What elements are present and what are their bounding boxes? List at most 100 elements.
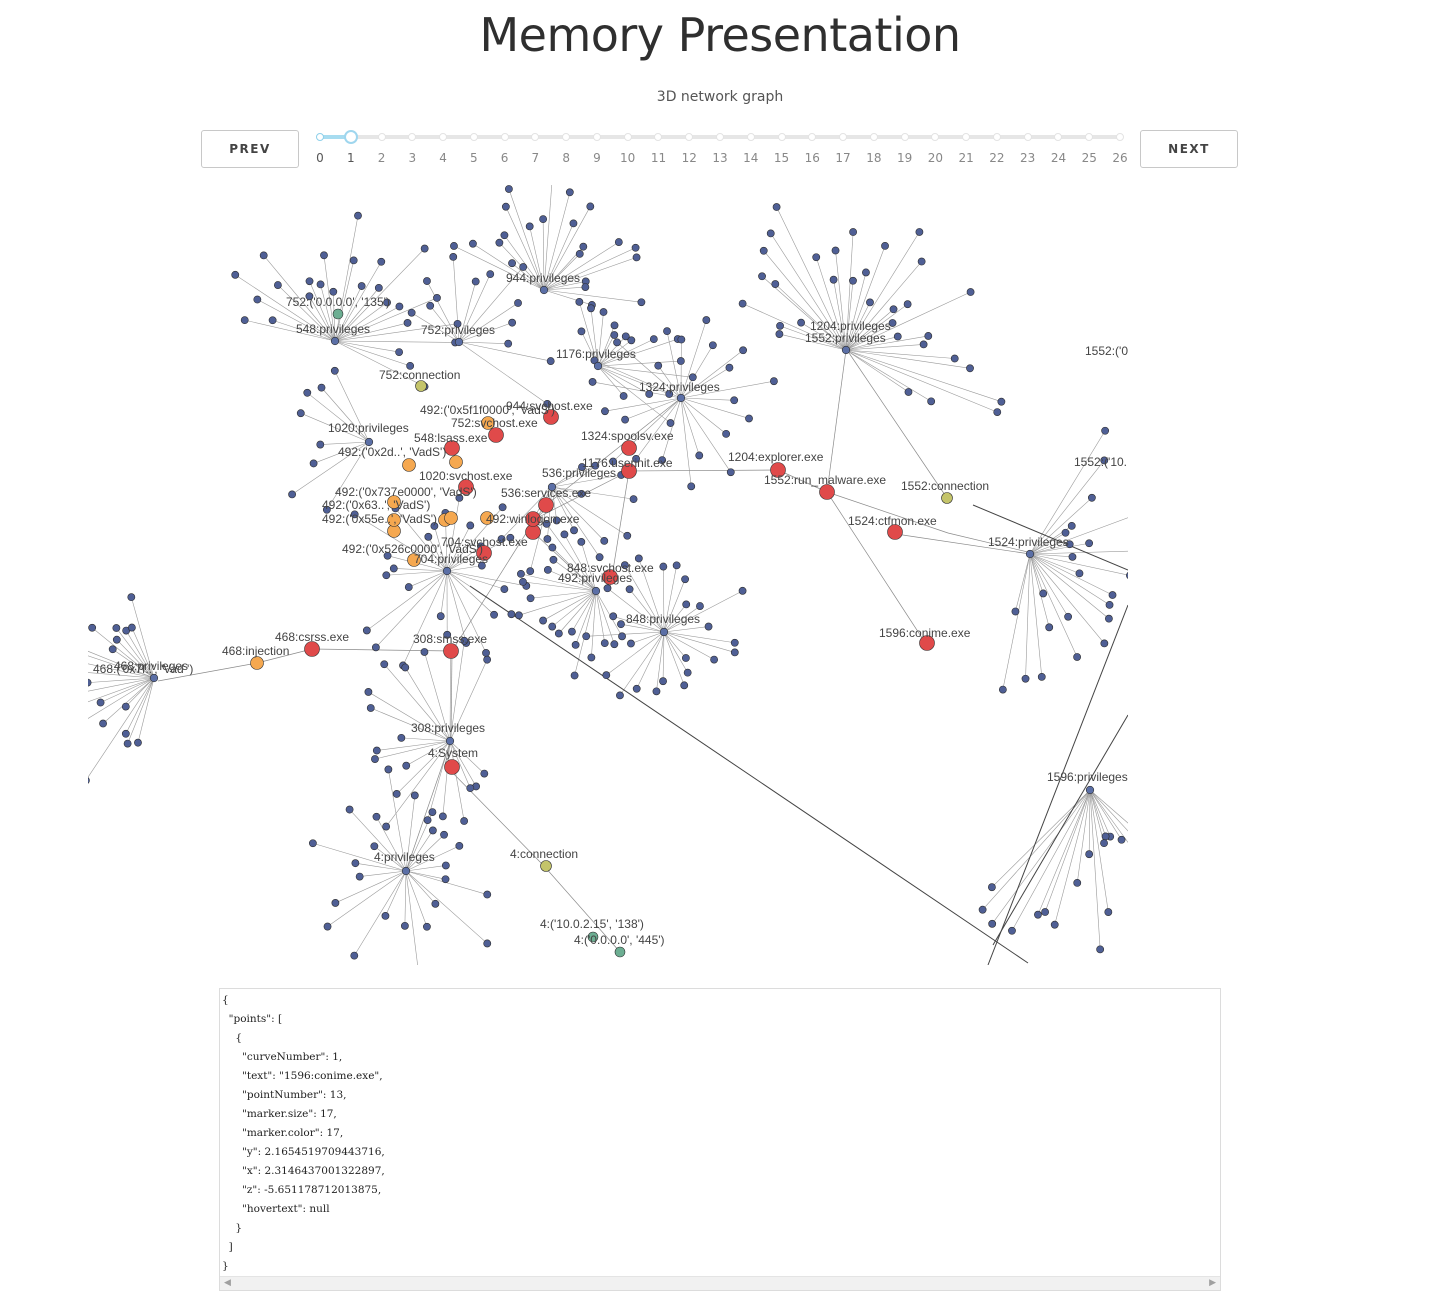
leaf-node[interactable]	[571, 641, 580, 649]
leaf-node[interactable]	[374, 283, 383, 292]
leaf-node[interactable]	[303, 388, 312, 397]
leaf-node[interactable]	[1101, 832, 1110, 841]
slider-step-label[interactable]: 11	[650, 151, 667, 165]
leaf-node[interactable]	[354, 211, 362, 220]
privileges-node[interactable]	[454, 337, 464, 347]
leaf-node[interactable]	[441, 875, 450, 884]
leaf-node[interactable]	[704, 622, 713, 631]
slider-step-dot[interactable]	[869, 133, 878, 141]
leaf-node[interactable]	[1126, 572, 1128, 579]
leaf-node[interactable]	[316, 440, 325, 449]
leaf-node[interactable]	[632, 455, 640, 463]
leaf-node[interactable]	[508, 318, 517, 327]
leaf-node[interactable]	[681, 575, 689, 584]
leaf-node[interactable]	[772, 203, 781, 211]
leaf-node[interactable]	[552, 516, 561, 525]
leaf-node[interactable]	[497, 535, 506, 543]
leaf-node[interactable]	[649, 335, 658, 344]
leaf-node[interactable]	[577, 489, 586, 498]
leaf-node[interactable]	[659, 677, 667, 686]
leaf-node[interactable]	[546, 357, 555, 365]
slider-step-dot[interactable]	[654, 133, 663, 141]
slider-step-label[interactable]: 2	[377, 151, 386, 165]
slider-step-label[interactable]: 12	[681, 151, 697, 165]
leaf-node[interactable]	[978, 905, 987, 914]
leaf-node[interactable]	[568, 627, 576, 636]
process-node[interactable]	[602, 569, 618, 585]
slider-step-dot[interactable]	[1085, 133, 1094, 141]
leaf-node[interactable]	[371, 755, 379, 763]
slider-step-label[interactable]: 14	[743, 151, 759, 165]
leaf-node[interactable]	[1011, 607, 1020, 616]
leaf-node[interactable]	[681, 654, 690, 662]
leaf-node[interactable]	[449, 253, 458, 261]
slider-step-dot[interactable]	[839, 133, 848, 141]
leaf-node[interactable]	[403, 319, 412, 327]
leaf-node[interactable]	[565, 188, 574, 197]
leaf-node[interactable]	[831, 246, 840, 255]
process-node[interactable]	[458, 479, 474, 495]
slider-step-label[interactable]: 18	[866, 151, 882, 165]
leaf-node[interactable]	[395, 348, 404, 356]
leaf-node[interactable]	[428, 826, 437, 835]
leaf-node[interactable]	[738, 299, 747, 308]
slider-step-label[interactable]: 10	[620, 151, 636, 165]
leaf-node[interactable]	[665, 390, 674, 398]
leaf-node[interactable]	[330, 366, 339, 375]
leaf-node[interactable]	[430, 522, 439, 530]
leaf-node[interactable]	[775, 330, 784, 338]
leaf-node[interactable]	[600, 639, 609, 648]
leaf-node[interactable]	[621, 332, 630, 341]
leaf-node[interactable]	[112, 635, 121, 644]
leaf-node[interactable]	[370, 842, 379, 851]
leaf-node[interactable]	[730, 396, 739, 405]
leaf-node[interactable]	[676, 357, 685, 365]
leaf-node[interactable]	[504, 185, 513, 193]
leaf-node[interactable]	[259, 251, 268, 260]
leaf-node[interactable]	[687, 482, 696, 491]
leaf-node[interactable]	[582, 632, 591, 641]
leaf-node[interactable]	[519, 263, 528, 271]
leaf-node[interactable]	[634, 554, 643, 563]
leaf-node[interactable]	[988, 919, 997, 928]
leaf-node[interactable]	[420, 648, 429, 656]
slider-step-dot[interactable]	[1116, 133, 1124, 141]
leaf-node[interactable]	[88, 623, 97, 632]
leaf-node[interactable]	[745, 414, 753, 423]
leaf-node[interactable]	[349, 256, 358, 265]
horizontal-scrollbar[interactable]: ◀ ▶	[220, 1276, 1220, 1290]
leaf-node[interactable]	[345, 805, 354, 814]
privileges-node[interactable]	[841, 345, 851, 355]
leaf-node[interactable]	[677, 335, 686, 344]
process-node[interactable]	[770, 462, 786, 478]
leaf-node[interactable]	[480, 769, 489, 778]
leaf-node[interactable]	[904, 388, 913, 396]
leaf-node[interactable]	[372, 812, 381, 821]
leaf-node[interactable]	[426, 301, 435, 310]
leaf-node[interactable]	[500, 585, 509, 594]
privileges-node[interactable]	[659, 627, 669, 637]
leaf-node[interactable]	[329, 287, 338, 296]
leaf-node[interactable]	[508, 259, 516, 268]
leaf-node[interactable]	[486, 270, 495, 279]
slider-step-label[interactable]: 22	[989, 151, 1005, 165]
process-node[interactable]	[476, 545, 492, 561]
slider-step-dot[interactable]	[962, 133, 971, 141]
leaf-node[interactable]	[919, 340, 928, 349]
privileges-node[interactable]	[330, 336, 340, 346]
leaf-node[interactable]	[469, 239, 477, 248]
leaf-node[interactable]	[725, 363, 734, 372]
leaf-node[interactable]	[619, 392, 628, 400]
leaf-node[interactable]	[543, 535, 552, 543]
leaf-node[interactable]	[602, 671, 611, 680]
leaf-node[interactable]	[587, 653, 596, 662]
leaf-node[interactable]	[404, 583, 413, 591]
leaf-node[interactable]	[654, 361, 663, 370]
slider-step-label[interactable]: 1	[346, 151, 355, 165]
vad-node[interactable]	[402, 458, 416, 472]
leaf-node[interactable]	[652, 687, 661, 696]
privileges-node[interactable]	[539, 285, 549, 295]
leaf-node[interactable]	[548, 543, 557, 552]
slider-step-label[interactable]: 6	[500, 151, 509, 165]
